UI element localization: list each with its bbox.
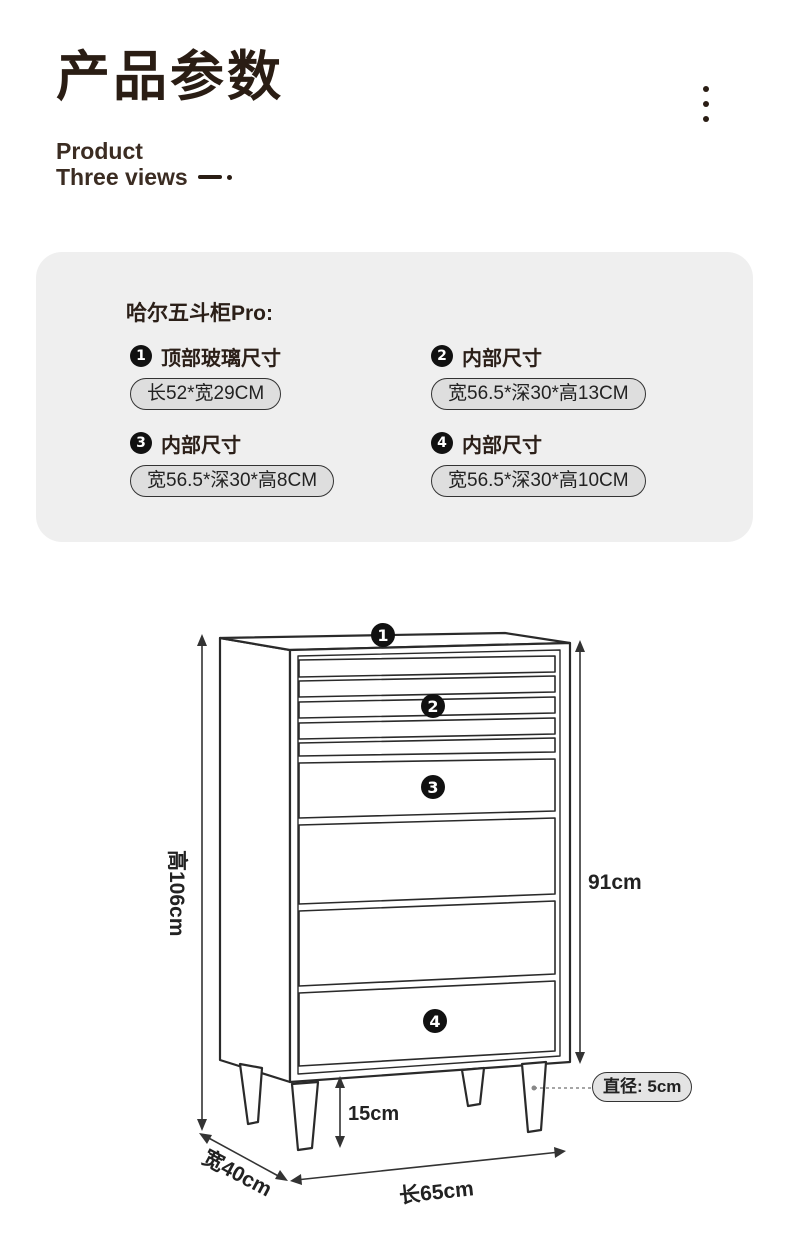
- marker-number: 3: [427, 778, 438, 797]
- drawer-thin: [298, 696, 556, 719]
- cabinet-leg: [290, 1080, 320, 1152]
- cabinet-drawing: 1 2 3 4 高106cm 91cm 15cm 宽40cm 长65cm: [165, 623, 642, 1208]
- arrowhead: [199, 1133, 212, 1144]
- spec-value-pill: 长52*宽29CM: [130, 378, 282, 410]
- arrowhead: [290, 1174, 302, 1185]
- cabinet-leg: [520, 1060, 548, 1134]
- menu-dot: [703, 101, 709, 107]
- cabinet-side: [218, 636, 292, 1084]
- drawer-thin: [298, 675, 556, 698]
- more-menu-icon[interactable]: [700, 86, 712, 122]
- spec-label: 顶部玻璃尺寸: [161, 347, 281, 370]
- spec-item-1: 1 顶部玻璃尺寸 长52*宽29CM: [130, 343, 430, 410]
- drawer-thin: [298, 737, 556, 757]
- arrowhead: [575, 1052, 585, 1064]
- spec-value-pill: 宽56.5*深30*高10CM: [431, 465, 646, 497]
- spec-panel: 哈尔五斗柜Pro: 1 顶部玻璃尺寸 长52*宽29CM 2 内部尺寸 宽56.…: [36, 252, 753, 542]
- spec-item-2: 2 内部尺寸 宽56.5*深30*高13CM: [431, 343, 731, 410]
- pointer-dot: [531, 1085, 537, 1091]
- drawer-thin: [298, 717, 556, 740]
- marker-2: 2: [421, 694, 445, 718]
- arrowhead: [575, 640, 585, 652]
- marker-number: 2: [427, 697, 438, 716]
- section-subtitle: Product Three views: [56, 138, 232, 190]
- length-dimension-line: [295, 1151, 561, 1181]
- number-badge-icon: 2: [431, 345, 453, 367]
- cabinet-front-inner: [297, 649, 561, 1075]
- marker-1: 1: [371, 623, 395, 647]
- marker-number: 1: [377, 626, 388, 645]
- depth-dimension-line: [204, 1135, 283, 1179]
- marker-4: 4: [423, 1009, 447, 1033]
- arrowhead: [335, 1136, 345, 1148]
- leg-diameter-pill: 直径: 5cm: [592, 1072, 693, 1102]
- number-badge-icon: 4: [431, 432, 453, 454]
- cabinet-leg: [238, 1062, 264, 1126]
- subtitle-line-1: Product: [56, 138, 143, 164]
- drawer-3: [298, 758, 556, 819]
- arrowhead: [197, 634, 207, 646]
- dot-decoration: [226, 174, 232, 180]
- drawer-large: [298, 817, 556, 905]
- product-name: 哈尔五斗柜Pro:: [126, 302, 273, 325]
- cabinet-leg: [460, 1066, 486, 1108]
- marker-number: 4: [429, 1012, 440, 1031]
- arrowhead: [335, 1076, 345, 1088]
- arrowhead: [197, 1119, 207, 1131]
- menu-dot: [703, 116, 709, 122]
- spec-label: 内部尺寸: [161, 434, 241, 457]
- menu-dot: [703, 86, 709, 92]
- spec-value-pill: 宽56.5*深30*高13CM: [431, 378, 646, 410]
- dash-decoration: [197, 175, 222, 179]
- number-badge-icon: 3: [130, 432, 152, 454]
- subtitle-line-2-row: Three views: [56, 164, 232, 190]
- body-height-label: 91cm: [588, 871, 642, 894]
- subtitle-line-2: Three views: [56, 164, 188, 190]
- leg-height-label: 15cm: [348, 1103, 399, 1125]
- spec-label: 内部尺寸: [462, 347, 542, 370]
- number-badge-icon: 1: [130, 345, 152, 367]
- spec-item-4: 4 内部尺寸 宽56.5*深30*高10CM: [431, 430, 731, 497]
- drawer-large: [298, 900, 556, 987]
- spec-label: 内部尺寸: [462, 434, 542, 457]
- spec-value-pill: 宽56.5*深30*高8CM: [130, 465, 335, 497]
- spec-item-3: 3 内部尺寸 宽56.5*深30*高8CM: [130, 430, 430, 497]
- drawer-thin: [298, 655, 556, 678]
- marker-3: 3: [421, 775, 445, 799]
- arrowhead: [275, 1170, 288, 1181]
- height-label: 高106cm: [165, 850, 189, 936]
- page-title: 产品参数: [56, 47, 284, 107]
- length-label: 长65cm: [398, 1177, 475, 1208]
- arrowhead: [554, 1147, 566, 1158]
- drawer-4: [298, 980, 556, 1067]
